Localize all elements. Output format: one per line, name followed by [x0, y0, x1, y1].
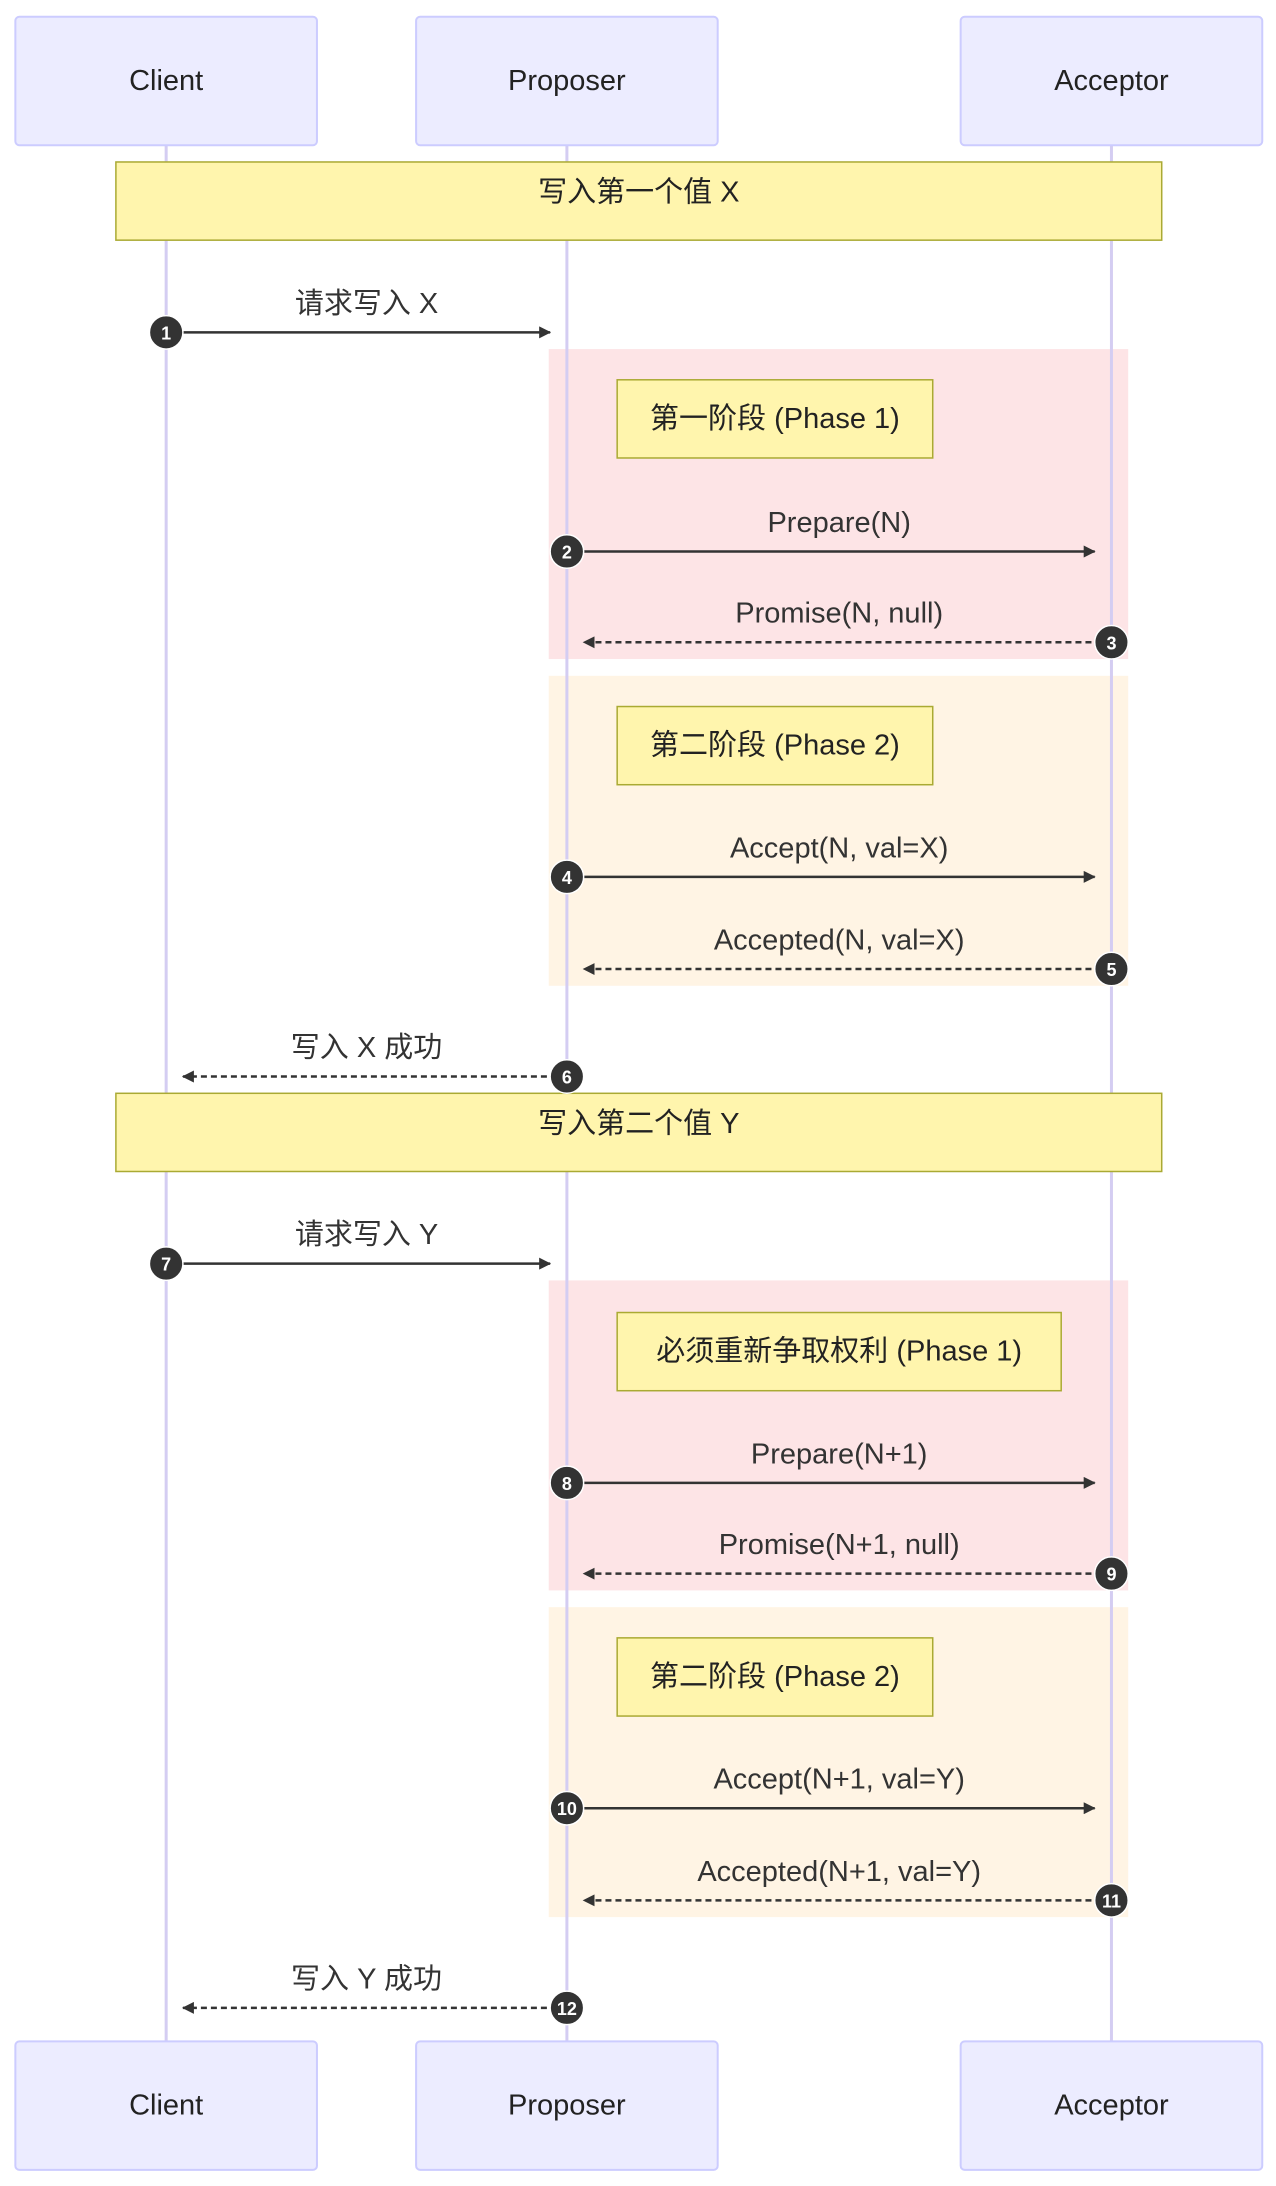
- message-9: Promise(N+1, null) 9: [582, 1529, 1129, 1592]
- section-note-write-second: 写入第二个值 Y: [115, 1092, 1163, 1173]
- sequence-number: 8: [562, 1474, 572, 1494]
- actor-proposer-top: Proposer: [415, 15, 719, 147]
- sequence-number-badge: [1093, 951, 1129, 987]
- sequence-number: 5: [1106, 960, 1116, 980]
- sequence-number: 3: [1106, 633, 1116, 653]
- message-label: Prepare(N): [767, 507, 910, 539]
- message-1: 请求写入 X 1: [148, 287, 552, 350]
- message-label: 请求写入 X: [295, 287, 438, 320]
- sequence-number: 12: [557, 1999, 577, 2019]
- message-7: 请求写入 Y 7: [148, 1218, 552, 1282]
- phase-label-box: [616, 379, 934, 459]
- message-label: Promise(N+1, null): [719, 1529, 960, 1561]
- actor-box: [959, 2040, 1264, 2171]
- sequence-number: 4: [562, 868, 572, 888]
- actor-acceptor-top: Acceptor: [959, 15, 1264, 147]
- section-note-text: 写入第二个值 Y: [538, 1107, 739, 1140]
- phase-block-phase2: 第二阶段 (Phase 2): [548, 1607, 1129, 1918]
- actor-acceptor-bottom: Acceptor: [959, 2040, 1264, 2171]
- message-label: 写入 X 成功: [291, 1031, 442, 1064]
- sequence-number-badge: [1093, 1882, 1129, 1918]
- message-3: Promise(N, null) 3: [582, 598, 1129, 660]
- phase-label: 必须重新争取权利 (Phase 1): [656, 1335, 1022, 1368]
- phase-label: 第二阶段 (Phase 2): [650, 1660, 900, 1693]
- message-2: Prepare(N) 2: [549, 507, 1096, 570]
- message-5: Accepted(N, val=X) 5: [582, 924, 1129, 987]
- sequence-number-badge: [549, 859, 585, 895]
- actor-label: Client: [129, 2090, 203, 2122]
- phase-label-box: [616, 705, 934, 786]
- actor-box: [415, 15, 719, 147]
- message-label: 请求写入 Y: [295, 1218, 438, 1251]
- message-label: Promise(N, null): [735, 598, 943, 630]
- section-note-write-first: 写入第一个值 X: [115, 161, 1163, 241]
- actor-box: [14, 15, 318, 147]
- sequence-number-badge: [549, 1059, 585, 1095]
- phase-block-phase2: 第二阶段 (Phase 2): [548, 675, 1129, 986]
- sequence-number-badge: [549, 1465, 585, 1501]
- actor-label: Acceptor: [1054, 65, 1169, 97]
- section-note-box: [115, 161, 1163, 241]
- message-4: Accept(N, val=X) 4: [549, 832, 1096, 895]
- phase-label-box: [616, 1311, 1062, 1392]
- message-8: Prepare(N+1) 8: [549, 1438, 1096, 1501]
- actor-proposer-bottom: Proposer: [415, 2040, 719, 2171]
- actor-label: Acceptor: [1054, 2090, 1169, 2122]
- actor-client-bottom: Client: [14, 2040, 318, 2171]
- phase-label: 第一阶段 (Phase 1): [650, 402, 900, 435]
- sequence-number-badge: [549, 534, 585, 570]
- section-note-box: [115, 1092, 1163, 1173]
- message-11: Accepted(N+1, val=Y) 11: [582, 1856, 1129, 1918]
- phase-label-box: [616, 1637, 934, 1717]
- actor-box: [959, 15, 1264, 147]
- section-note-text: 写入第一个值 X: [538, 176, 739, 209]
- message-label: Accept(N+1, val=Y): [713, 1764, 964, 1796]
- sequence-number-badge: [549, 1990, 585, 2026]
- actor-label: Client: [129, 65, 203, 97]
- actor-label: Proposer: [508, 65, 626, 97]
- message-12: 写入 Y 成功 12: [181, 1962, 585, 2026]
- actor-label: Proposer: [508, 2090, 626, 2122]
- message-label: Accepted(N+1, val=Y): [697, 1856, 981, 1888]
- sequence-number: 1: [161, 323, 171, 343]
- actor-box: [14, 2040, 318, 2171]
- sequence-number: 10: [557, 1799, 577, 1819]
- sequence-number: 9: [1106, 1565, 1116, 1585]
- sequence-number-badge: [549, 1790, 585, 1826]
- sequence-number: 7: [161, 1255, 171, 1275]
- phase-label: 第二阶段 (Phase 2): [650, 729, 900, 762]
- sequence-number-badge: [148, 1246, 184, 1282]
- message-label: Prepare(N+1): [751, 1438, 928, 1470]
- actor-client-top: Client: [14, 15, 318, 147]
- message-6: 写入 X 成功 6: [181, 1031, 585, 1095]
- sequence-number: 2: [562, 543, 572, 563]
- sequence-number: 6: [562, 1068, 572, 1088]
- message-10: Accept(N+1, val=Y) 10: [549, 1764, 1096, 1826]
- phase-block-phase1: 第一阶段 (Phase 1): [548, 349, 1129, 660]
- phase-block-phase1: 必须重新争取权利 (Phase 1): [548, 1280, 1129, 1591]
- sequence-number: 11: [1102, 1891, 1121, 1911]
- message-label: Accept(N, val=X): [730, 832, 948, 864]
- sequence-number-badge: [148, 314, 184, 350]
- message-label: 写入 Y 成功: [291, 1962, 442, 1995]
- actor-box: [415, 2040, 719, 2171]
- sequence-number-badge: [1093, 1556, 1129, 1592]
- message-label: Accepted(N, val=X): [714, 924, 965, 956]
- sequence-number-badge: [1093, 624, 1129, 660]
